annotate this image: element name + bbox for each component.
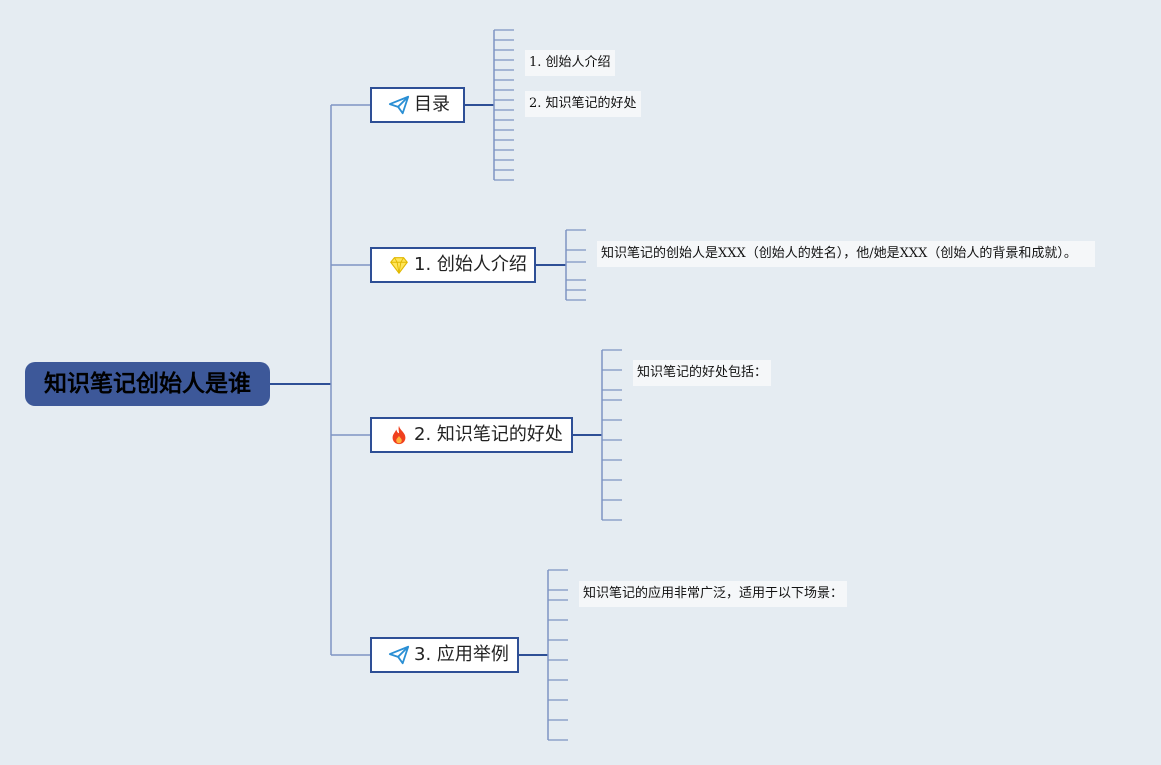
- branch-founder[interactable]: 1. 创始人介绍: [370, 247, 536, 283]
- root-topic[interactable]: 知识笔记创始人是谁: [25, 362, 270, 406]
- branch-label: 2. 知识笔记的好处: [414, 424, 563, 445]
- branch-examples[interactable]: 3. 应用举例: [370, 637, 519, 673]
- branch-label: 3. 应用举例: [414, 644, 509, 665]
- branch-toc[interactable]: 目录: [370, 87, 465, 123]
- branch-label: 1. 创始人介绍: [414, 254, 527, 275]
- paper-plane-icon: [388, 644, 410, 666]
- leaf-toc-2[interactable]: 2. 知识笔记的好处: [525, 91, 641, 117]
- branch-benefits[interactable]: 2. 知识笔记的好处: [370, 417, 573, 453]
- leaf-founder-1[interactable]: 知识笔记的创始人是XXX（创始人的姓名），他/她是XXX（创始人的背景和成就）。: [597, 241, 1095, 267]
- paper-plane-icon: [388, 94, 410, 116]
- leaf-toc-1[interactable]: 1. 创始人介绍: [525, 50, 615, 76]
- diamond-icon: [388, 254, 410, 276]
- leaf-examples-1[interactable]: 知识笔记的应用非常广泛，适用于以下场景：: [579, 581, 848, 607]
- leaf-benefits-1[interactable]: 知识笔记的好处包括：: [633, 360, 772, 386]
- fire-icon: [388, 424, 410, 446]
- branch-label: 目录: [414, 94, 450, 115]
